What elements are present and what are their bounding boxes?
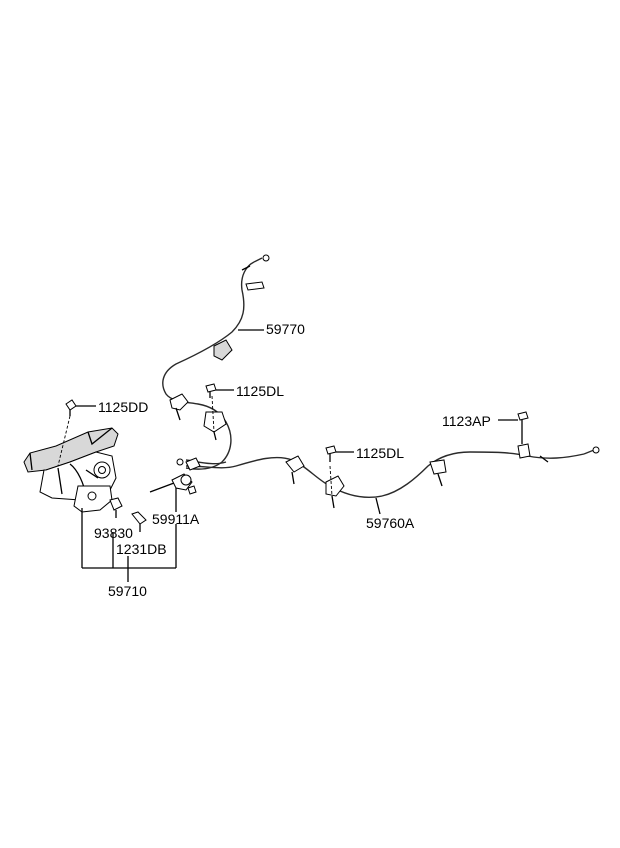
label-59770: 59770: [266, 321, 305, 337]
switch-93830: [109, 497, 123, 518]
bolt-1125dl-mid: [325, 445, 354, 462]
label-1231db: 1231DB: [116, 541, 167, 557]
label-59760a: 59760A: [366, 515, 415, 531]
cable-59770: [162, 254, 270, 470]
label-1125dd: 1125DD: [98, 399, 148, 415]
equalizer-59911a: [149, 473, 197, 512]
label-59911a: 59911A: [152, 511, 200, 527]
label-59710: 59710: [108, 583, 147, 599]
label-1125dl-top: 1125DL: [236, 383, 284, 399]
bolt-1123ap: [498, 411, 529, 444]
bolt-1125dd: [57, 399, 96, 467]
parking-brake-lever-assembly: [23, 427, 119, 513]
screw-1231db: [131, 511, 147, 532]
label-93830: 93830: [94, 525, 133, 541]
bolt-1125dl-top: [205, 383, 234, 398]
label-1125dl-mid: 1125DL: [356, 445, 404, 461]
cable-59760a: [176, 443, 600, 515]
label-1123ap: 1123AP: [442, 413, 491, 429]
assembly-bracket-59710: [81, 508, 177, 582]
